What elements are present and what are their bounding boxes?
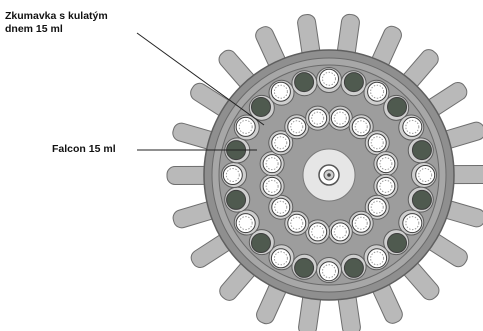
inner-tube bbox=[374, 152, 398, 176]
round-bottom-tube-label-line2: dnem 15 ml bbox=[5, 23, 108, 36]
inner-tube bbox=[306, 106, 330, 130]
outer-tube bbox=[341, 71, 366, 96]
outer-tube bbox=[317, 258, 342, 283]
inner-tube bbox=[260, 174, 284, 198]
inner-tube bbox=[365, 131, 389, 155]
inner-tube bbox=[306, 220, 330, 244]
inner-tube bbox=[260, 152, 284, 176]
outer-tube bbox=[269, 80, 294, 105]
outer-tube bbox=[408, 187, 433, 212]
round-bottom-tube-label-line1: Zkumavka s kulatým bbox=[5, 10, 108, 23]
outer-tube bbox=[364, 245, 389, 270]
center-spindle-dot bbox=[327, 173, 331, 177]
inner-tube bbox=[328, 220, 352, 244]
outer-tube bbox=[412, 163, 437, 188]
outer-tube bbox=[222, 163, 247, 188]
outer-tube bbox=[292, 254, 317, 279]
inner-tube bbox=[328, 106, 352, 130]
outer-tube bbox=[234, 210, 259, 235]
inner-tube bbox=[374, 174, 398, 198]
outer-tube bbox=[292, 71, 317, 96]
outer-tube bbox=[341, 254, 366, 279]
inner-tube bbox=[269, 195, 293, 219]
inner-tube bbox=[285, 115, 309, 139]
outer-tube bbox=[399, 115, 424, 140]
outer-tube bbox=[408, 138, 433, 163]
outer-tube bbox=[225, 187, 250, 212]
outer-tube bbox=[317, 68, 342, 93]
inner-tube bbox=[349, 211, 373, 235]
falcon-tube-label: Falcon 15 ml bbox=[52, 143, 116, 156]
round-bottom-tube-label: Zkumavka s kulatým dnem 15 ml bbox=[5, 10, 108, 36]
